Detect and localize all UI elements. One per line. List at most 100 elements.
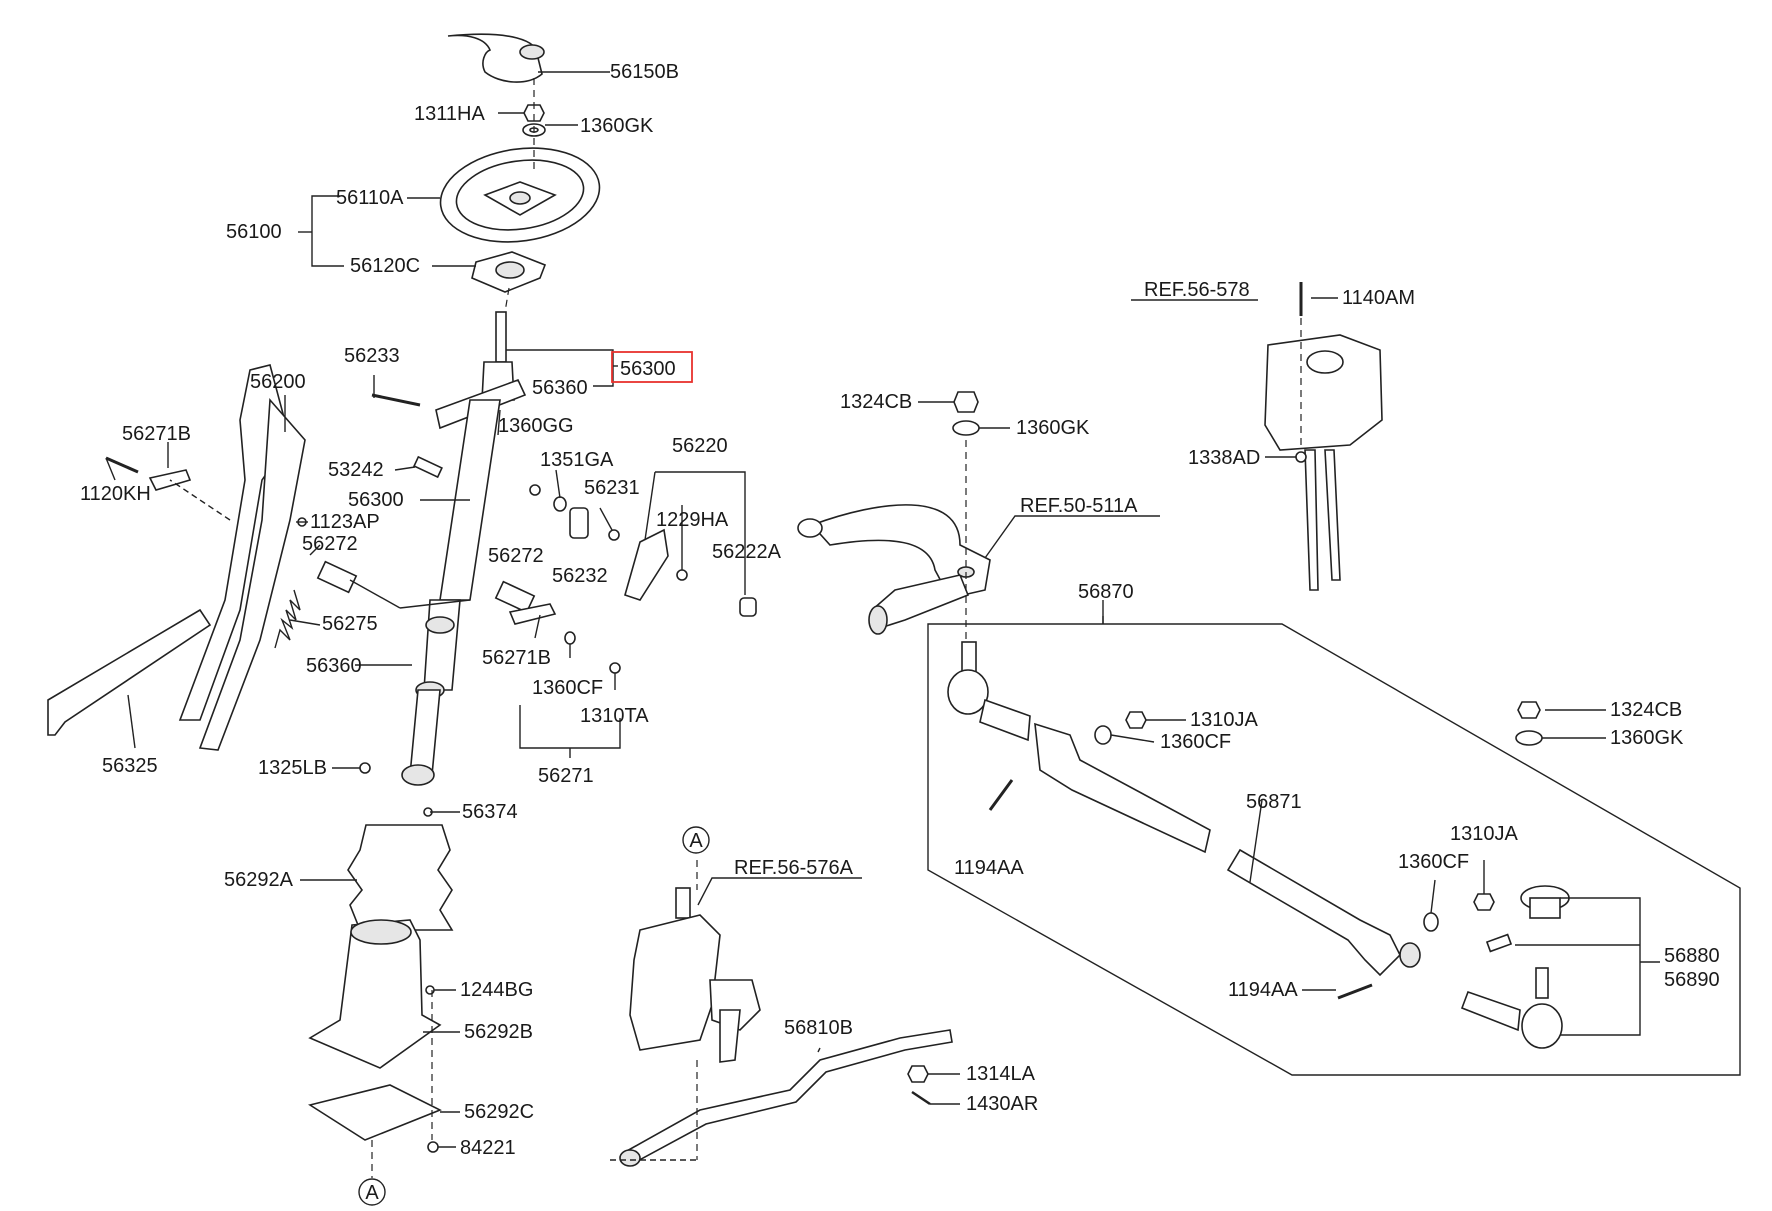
boot-56292B [308,919,442,1069]
bolt-56233 [371,393,421,407]
label-1360GG: 1360GG [498,415,574,437]
label-1140AM: 1140AM [1342,287,1415,309]
label-1430AR: 1430AR [966,1093,1038,1115]
steering-gear-box [629,887,761,1063]
label-53242: 53242 [328,459,384,481]
drag-link-56810B [619,1029,953,1167]
label-1360GK-top: 1360GK [580,115,654,137]
spring-56275 [274,589,301,649]
label-1311HA: 1311HA [414,103,485,125]
kit-outline-56870 [927,600,1741,1076]
label-56374: 56374 [462,801,518,823]
label-1229HA: 1229HA [656,509,729,531]
label-ref-50-511A: REF.50-511A [1020,495,1138,517]
steering-arm-ref-50-511A [797,504,991,635]
label-56271B-left: 56271B [122,423,191,445]
washer-1360CF-mid [564,631,576,645]
plate-56292C [307,1084,442,1141]
label-1244BG: 1244BG [460,979,533,1001]
label-1194AA-bottom: 1194AA [1228,979,1298,1001]
ref-marker-a-bottom: A [358,1178,386,1206]
nut-1325LB [359,762,371,774]
tie-rod-end-left [947,641,1031,742]
label-1325LB: 1325LB [258,757,327,779]
screw-84221 [427,1141,439,1153]
label-1360CF-bottom: 1360CF [1398,851,1469,873]
boot-56292A [347,824,454,931]
bolt-1194AA-bottom [1337,983,1373,1000]
bracket-56200 [178,364,306,751]
label-1360CF-top: 1360CF [1160,731,1231,753]
label-56292B: 56292B [464,1021,533,1043]
washer-1360CF-top [1094,725,1112,745]
label-56272-left: 56272 [302,533,358,555]
label-56275: 56275 [322,613,378,635]
washer-1360GK-mid [952,420,980,436]
label-56292C: 56292C [464,1101,534,1123]
label-56231: 56231 [584,477,640,499]
tie-rod-end-kit-56880 [1460,885,1570,1049]
label-56325: 56325 [102,755,158,777]
label-1360GK-right: 1360GK [1610,727,1684,749]
label-1360GK-mid: 1360GK [1016,417,1090,439]
label-1310JA-bottom: 1310JA [1450,823,1518,845]
label-ref-56-576A: REF.56-576A [734,857,854,879]
label-56300-highlighted: 56300 [620,358,676,380]
label-1120KH: 1120KH [80,483,151,505]
label-1314LA: 1314LA [966,1063,1036,1085]
tie-rod-56871 [1034,722,1421,977]
label-56110A: 56110A [336,187,404,209]
highlight-box-56300 [611,351,693,383]
label-56200: 56200 [250,371,306,393]
nut-1324CB-right [1517,701,1541,719]
label-56871: 56871 [1246,791,1302,813]
label-1310JA-top: 1310JA [1190,709,1258,731]
label-ref-56-578: REF.56-578 [1144,279,1250,301]
intermediate-shaft-56360 [401,599,461,786]
bushing-56232 [569,507,589,539]
label-56300: 56300 [348,489,404,511]
washer-1360GK-right [1515,730,1543,746]
svg-text:A: A [689,830,703,852]
label-1194AA-top: 1194AA [954,857,1024,879]
nut-1338AD [1295,451,1307,463]
ref-marker-a-gear: A [682,826,710,854]
label-56271: 56271 [538,765,594,787]
bracket-56325 [47,608,212,736]
reservoir-ref-56-578 [1264,334,1383,591]
nut-1360GG [529,484,541,496]
nut-1324CB-top [953,391,979,413]
label-1324CB-right: 1324CB [1610,699,1682,721]
pin-53242 [413,455,443,479]
label-56360: 56360 [306,655,362,677]
washer-1360CF-bottom [1423,912,1439,932]
bolt-1120KH [105,456,139,474]
steering-wheel-56110A [439,147,601,243]
leader-lines [105,71,1660,1178]
label-1324CB-top: 1324CB [840,391,912,413]
label-56100: 56100 [226,221,282,243]
label-1338AD: 1338AD [1188,447,1260,469]
clip-56271B-right [508,603,557,625]
bushing-56272-right [494,580,536,614]
bolt-1194AA-top [988,779,1014,811]
part-labels: 56150B 1311HA 1360GK 56110A 56100 56120C… [80,61,1720,1159]
nut-1314LA [907,1065,929,1083]
nut-1310JA-top [1125,711,1147,729]
label-56880: 56880 [1664,945,1720,967]
label-56222A: 56222A [712,541,782,563]
label-56890: 56890 [1664,969,1720,991]
label-1360CF-mid: 1360CF [532,677,603,699]
label-56271B-right: 56271B [482,647,551,669]
nut-1310TA [609,662,621,674]
hub-plate-56120C [471,251,547,293]
label-56233: 56233 [344,345,400,367]
label-1351GA: 1351GA [540,449,614,471]
pin-1430AR [911,1090,931,1106]
label-56150B: 56150B [610,61,679,83]
label-56272-right: 56272 [488,545,544,567]
label-1310TA: 1310TA [580,705,649,727]
label-56360-top: 56360 [532,377,588,399]
label-56870: 56870 [1078,581,1134,603]
